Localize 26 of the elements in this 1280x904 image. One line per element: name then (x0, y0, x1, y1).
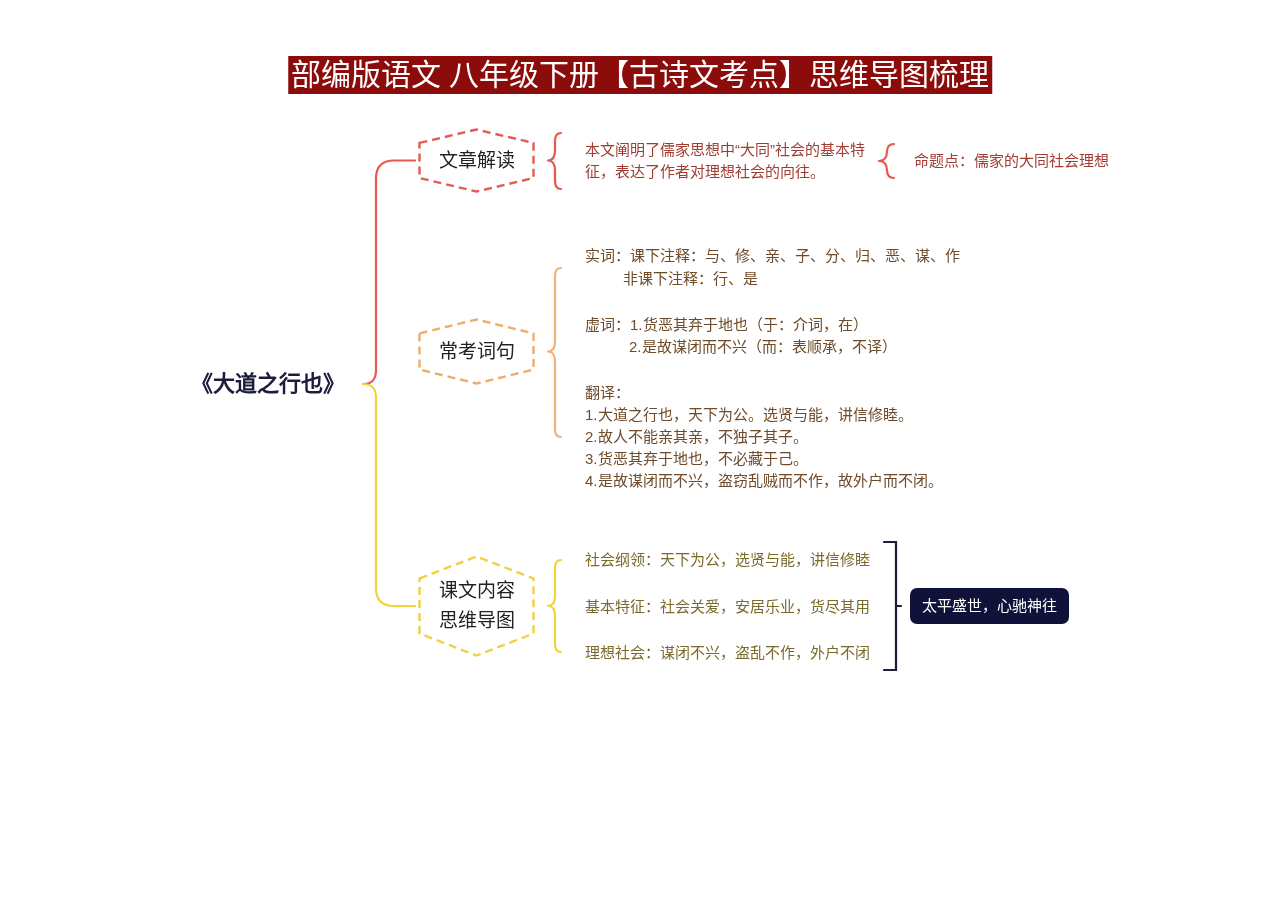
text-line: 2.是故谋闭而不兴（而：表顺承，不译） (629, 337, 897, 357)
title-banner: 部编版语文 八年级下册【古诗文考点】思维导图梳理 (288, 56, 992, 94)
text-line: 4.是故谋闭而不兴，盗窃乱贼而不作，故外户而不闭。 (585, 471, 943, 491)
text-line: 2.故人不能亲其亲，不独子其子。 (585, 427, 808, 447)
text-line: 3.货恶其弃于地也，不必藏于己。 (585, 449, 808, 469)
text-line: 1.大道之行也，天下为公。选贤与能，讲信修睦。 (585, 405, 913, 425)
square-bracket (882, 540, 903, 672)
curly-brace (546, 266, 563, 439)
note-text: 命题点：儒家的大同社会理想 (914, 150, 1109, 172)
text-line: 虚词：1.货恶其弃于地也（于：介词，在） (585, 315, 868, 335)
text-line: 实词：课下注释：与、修、亲、子、分、归、恶、谋、作 (585, 246, 960, 266)
curly-brace (877, 142, 896, 180)
paragraph: 本文阐明了儒家思想中“大同”社会的基本特征，表达了作者对理想社会的向往。 (585, 139, 869, 183)
text-line: 非课下注释：行、是 (623, 269, 758, 289)
central-topic: 《大道之行也》 (191, 369, 345, 399)
curly-brace (546, 558, 563, 654)
topic-hexagon: 常考词句 (418, 318, 535, 385)
topic-hexagon: 课文内容思维导图 (418, 555, 535, 657)
topic-hexagon: 文章解读 (418, 128, 535, 193)
curly-brace (361, 382, 417, 608)
text-line: 理想社会：谋闭不兴，盗乱不作，外户不闭 (585, 643, 870, 663)
summary-box: 太平盛世，心驰神往 (910, 588, 1069, 624)
text-line: 基本特征：社会关爱，安居乐业，货尽其用 (585, 597, 870, 617)
text-line: 翻译： (585, 383, 630, 403)
text-line: 社会纲领：天下为公，选贤与能，讲信修睦 (585, 550, 870, 570)
curly-brace (546, 131, 563, 191)
